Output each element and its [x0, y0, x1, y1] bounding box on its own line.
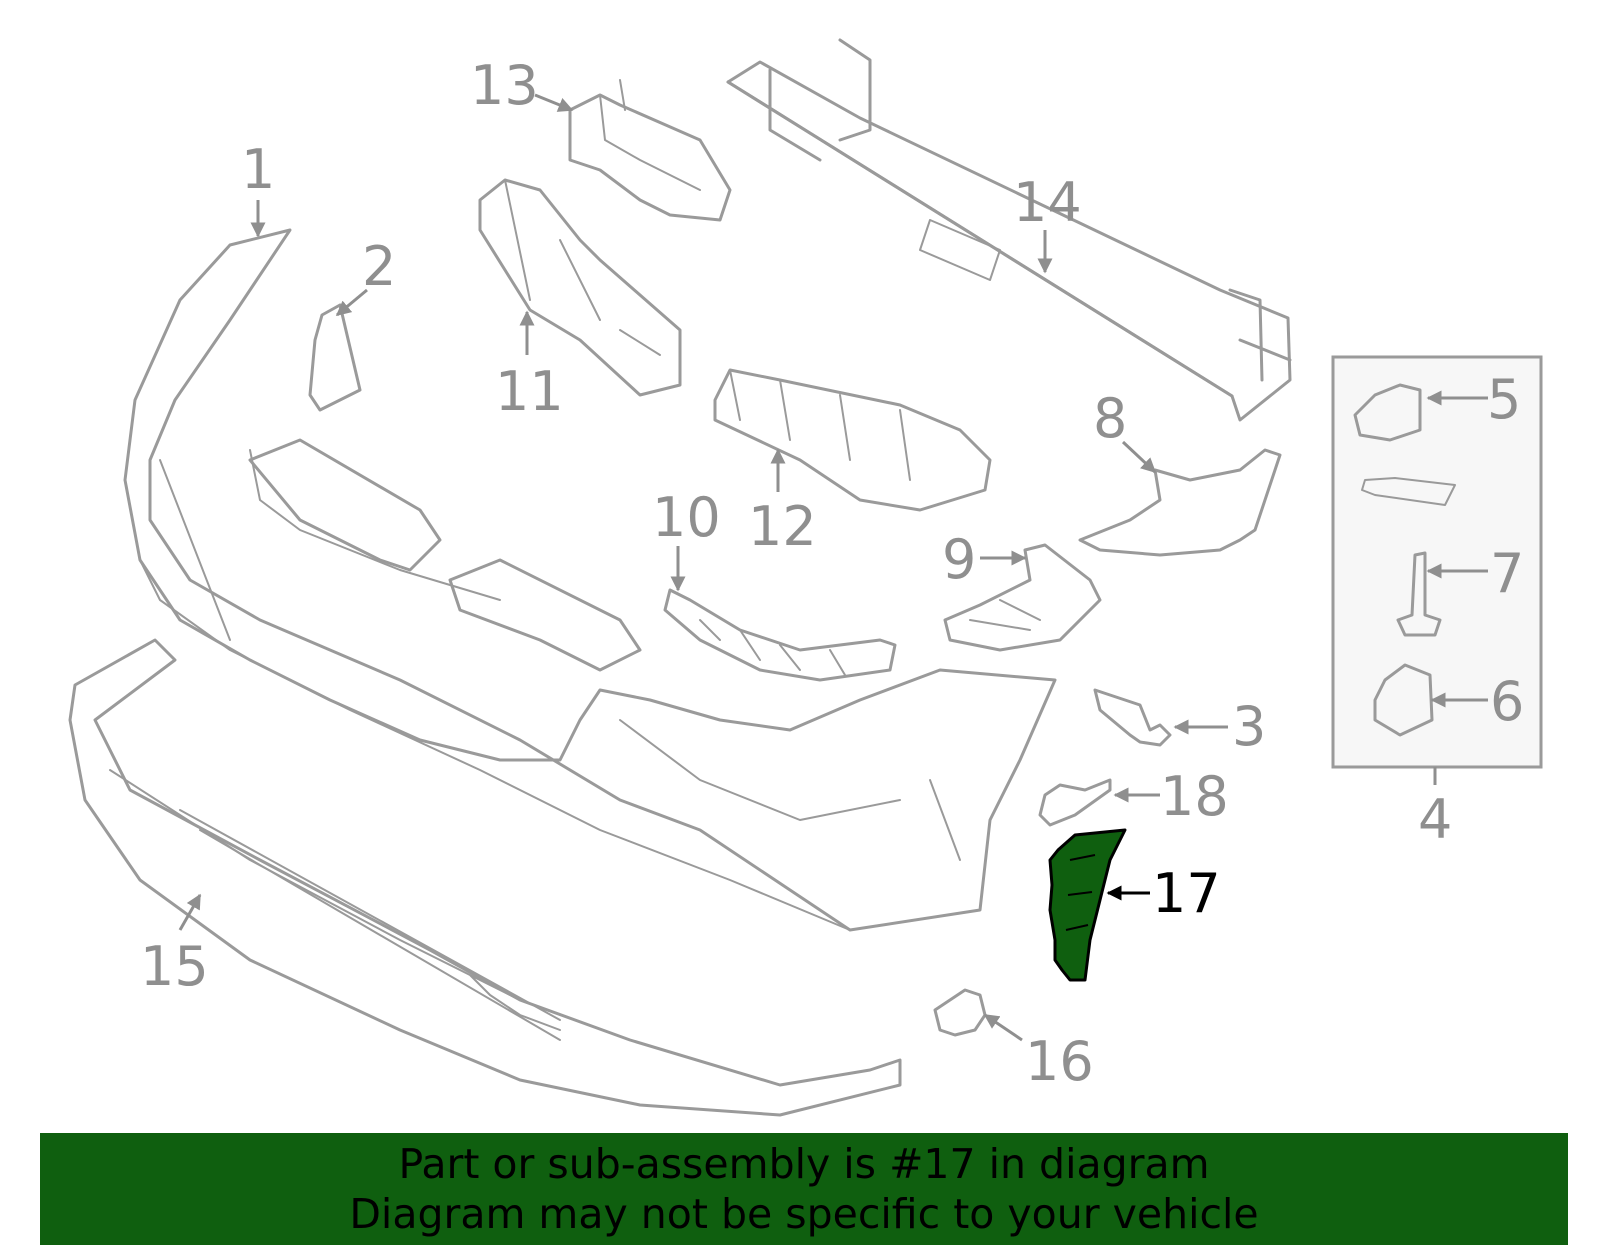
part-2-small-bracket [308, 303, 362, 412]
part-17-highlighted-bracket [1048, 828, 1127, 982]
part-3-bolt [1093, 688, 1172, 747]
callout-17: 17 [1152, 862, 1221, 925]
callout-6: 6 [1490, 670, 1524, 733]
callout-7: 7 [1490, 542, 1524, 605]
callout-labels: 1 2 3 4 5 6 7 8 9 10 11 12 13 14 15 16 1… [140, 54, 1524, 1093]
callout-9: 9 [942, 528, 976, 591]
part-11-side-bracket [478, 178, 682, 397]
part-14-reinforcement-beam [726, 38, 1292, 422]
part-16-push-pin [933, 988, 987, 1037]
callout-5: 5 [1487, 368, 1521, 431]
banner-line-2: Diagram may not be specific to your vehi… [349, 1190, 1259, 1238]
part-10-grille-strip [663, 588, 897, 682]
part-15-lower-spoiler [68, 638, 902, 1117]
part-1-bumper-cover [123, 228, 1057, 932]
part-18-clip [1038, 778, 1112, 827]
callout-8: 8 [1093, 387, 1127, 450]
info-banner: Part or sub-assembly is #17 in diagram D… [40, 1133, 1568, 1245]
part-7-screw [1396, 551, 1442, 637]
callout-2: 2 [362, 235, 396, 298]
callout-15: 15 [140, 935, 209, 998]
part-9-fog-bracket [943, 543, 1102, 652]
part-13-upper-bracket [568, 79, 732, 222]
kit-strip [1361, 477, 1456, 506]
leader-lines [178, 93, 1488, 1042]
callout-10: 10 [652, 486, 721, 549]
callout-18: 18 [1160, 765, 1229, 828]
callout-11: 11 [495, 360, 564, 423]
callout-12: 12 [748, 495, 817, 558]
part-5-clip [1353, 383, 1422, 442]
part-12-energy-absorber [713, 368, 992, 512]
part-8-bracket [1078, 448, 1282, 557]
callout-3: 3 [1232, 695, 1266, 758]
callout-13: 13 [470, 54, 539, 117]
part-6-nut [1373, 663, 1434, 737]
banner-line-1: Part or sub-assembly is #17 in diagram [398, 1140, 1210, 1188]
callout-16: 16 [1025, 1030, 1094, 1093]
callout-4: 4 [1418, 788, 1452, 851]
callout-1: 1 [241, 138, 275, 201]
callout-14: 14 [1013, 171, 1082, 234]
